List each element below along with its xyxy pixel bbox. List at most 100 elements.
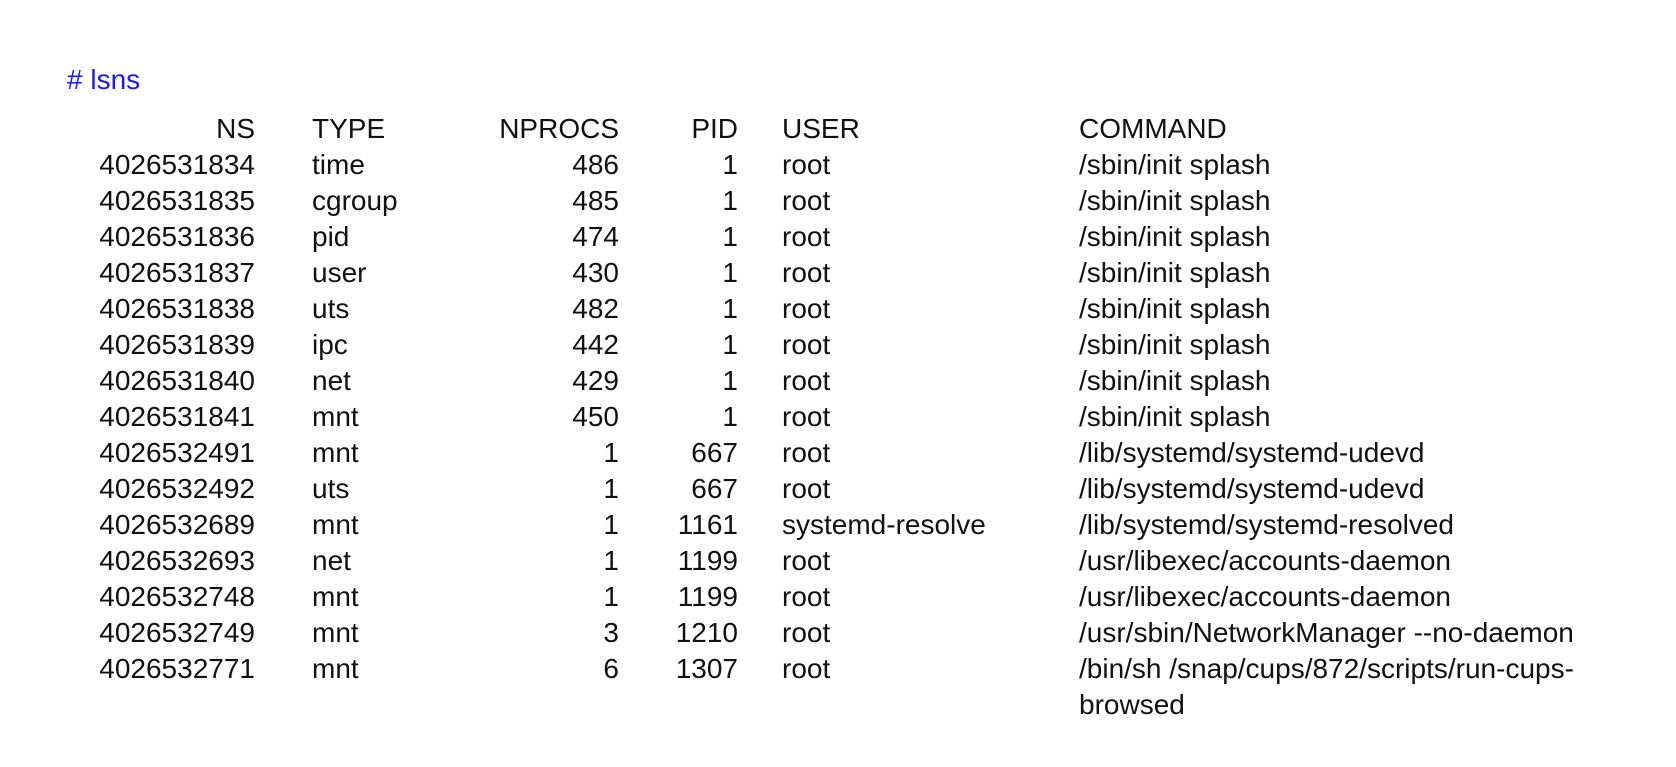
command-text: /usr/libexec/accounts-daemon [1079, 545, 1451, 576]
cell-nprocs: 430 [572, 257, 619, 288]
cell-command: /lib/systemd/systemd-udevd [1079, 471, 1669, 507]
cell-pid: 1199 [677, 581, 738, 612]
cell-ns: 4026531840 [99, 365, 255, 396]
cell-ns: 4026531835 [99, 185, 255, 216]
cell-user: systemd-resolve [782, 509, 986, 540]
cell-nprocs: 1 [603, 545, 619, 576]
cell-command: /sbin/init splash [1079, 255, 1669, 291]
command-text: /lib/systemd/systemd-udevd [1079, 437, 1425, 468]
cell-nprocs: 1 [603, 437, 619, 468]
cell-command: /sbin/init splash [1079, 147, 1669, 183]
cell-nprocs: 442 [572, 329, 619, 360]
cell-pid: 1199 [677, 545, 738, 576]
cell-type: uts [312, 293, 350, 324]
cell-command: /lib/systemd/systemd-resolved [1079, 507, 1669, 543]
cell-command: /sbin/init splash [1079, 291, 1669, 327]
cell-type: mnt [312, 509, 359, 540]
cell-command: /sbin/init splash [1079, 219, 1669, 255]
cell-user: root [782, 185, 831, 216]
cell-type: time [312, 149, 365, 180]
command-text: /sbin/init splash [1079, 221, 1271, 252]
cell-nprocs: 6 [603, 653, 619, 684]
cell-user: root [782, 329, 831, 360]
cell-command: /usr/libexec/accounts-daemon [1079, 579, 1669, 615]
cell-user: root [782, 617, 831, 648]
table-row: 4026532491 mnt 1 667 root/lib/systemd/system… [56, 435, 1669, 471]
cell-type: uts [312, 473, 350, 504]
cell-type: pid [312, 221, 350, 252]
table-row: 4026531837 user 430 1 root/sbin/init splash [56, 255, 1669, 291]
column-header-ns: NS [216, 113, 255, 144]
cell-pid: 667 [691, 437, 738, 468]
command-text: /lib/systemd/systemd-udevd [1079, 473, 1425, 504]
cell-pid: 1 [722, 329, 738, 360]
command-text: /sbin/init splash [1079, 257, 1271, 288]
cell-type: mnt [312, 437, 359, 468]
cell-ns: 4026532693 [99, 545, 255, 576]
command-text: /lib/systemd/systemd-resolved [1079, 509, 1455, 540]
cell-ns: 4026532689 [99, 509, 255, 540]
cell-pid: 1 [722, 401, 738, 432]
cell-type: net [312, 545, 351, 576]
cell-type: cgroup [312, 185, 398, 216]
cell-user: root [782, 401, 831, 432]
cell-user: root [782, 473, 831, 504]
cell-pid: 1 [722, 185, 738, 216]
cell-ns: 4026531834 [99, 149, 255, 180]
cell-type: mnt [312, 617, 359, 648]
column-header-nprocs: NPROCS [499, 113, 619, 144]
column-header-user: USER [782, 113, 860, 144]
cell-type: net [312, 365, 351, 396]
cell-type: user [312, 257, 367, 288]
command-text: /sbin/init splash [1079, 185, 1271, 216]
cell-pid: 1 [722, 149, 738, 180]
cell-command: /lib/systemd/systemd-udevd [1079, 435, 1669, 471]
cell-type: mnt [312, 581, 359, 612]
cell-user: root [782, 437, 831, 468]
column-header-type: TYPE [312, 113, 386, 144]
command-text: /usr/sbin/NetworkManager --no-daemon [1079, 617, 1574, 648]
cell-pid: 1 [722, 365, 738, 396]
command-text: /bin/sh /snap/cups/872/scripts/run-cups-… [1079, 653, 1574, 720]
cell-ns: 4026531836 [99, 221, 255, 252]
command-text: /sbin/init splash [1079, 293, 1271, 324]
cell-user: root [782, 653, 831, 684]
cell-ns: 4026531837 [99, 257, 255, 288]
cell-ns: 4026531838 [99, 293, 255, 324]
table-header-row: NS TYPE NPROCS PID USER COMMAND [56, 111, 1669, 147]
command-text: /usr/libexec/accounts-daemon [1079, 581, 1451, 612]
cell-nprocs: 3 [603, 617, 619, 648]
command-text: /sbin/init splash [1079, 401, 1271, 432]
cell-command: /sbin/init splash [1079, 183, 1669, 219]
lsns-output-table: NS TYPE NPROCS PID USER COMMAND 40265318… [56, 111, 1669, 723]
cell-nprocs: 485 [572, 185, 619, 216]
cell-pid: 1307 [675, 653, 738, 684]
cell-nprocs: 474 [572, 221, 619, 252]
cell-user: root [782, 581, 831, 612]
column-header-command: COMMAND [1079, 113, 1227, 144]
cell-user: root [782, 149, 831, 180]
cell-pid: 1 [722, 293, 738, 324]
cell-user: root [782, 221, 831, 252]
cell-pid: 1210 [675, 617, 738, 648]
cell-type: mnt [312, 401, 359, 432]
table-row: 4026531835 cgroup 485 1 root/sbin/init splas… [56, 183, 1669, 219]
cell-nprocs: 1 [603, 581, 619, 612]
cell-command: /sbin/init splash [1079, 363, 1669, 399]
cell-ns: 4026532748 [99, 581, 255, 612]
cell-pid: 667 [691, 473, 738, 504]
cell-nprocs: 1 [603, 473, 619, 504]
cell-ns: 4026531841 [99, 401, 255, 432]
cell-ns: 4026532491 [99, 437, 255, 468]
cell-command: /usr/sbin/NetworkManager --no-daemon [1079, 615, 1669, 651]
cell-pid: 1 [722, 257, 738, 288]
cell-user: root [782, 257, 831, 288]
